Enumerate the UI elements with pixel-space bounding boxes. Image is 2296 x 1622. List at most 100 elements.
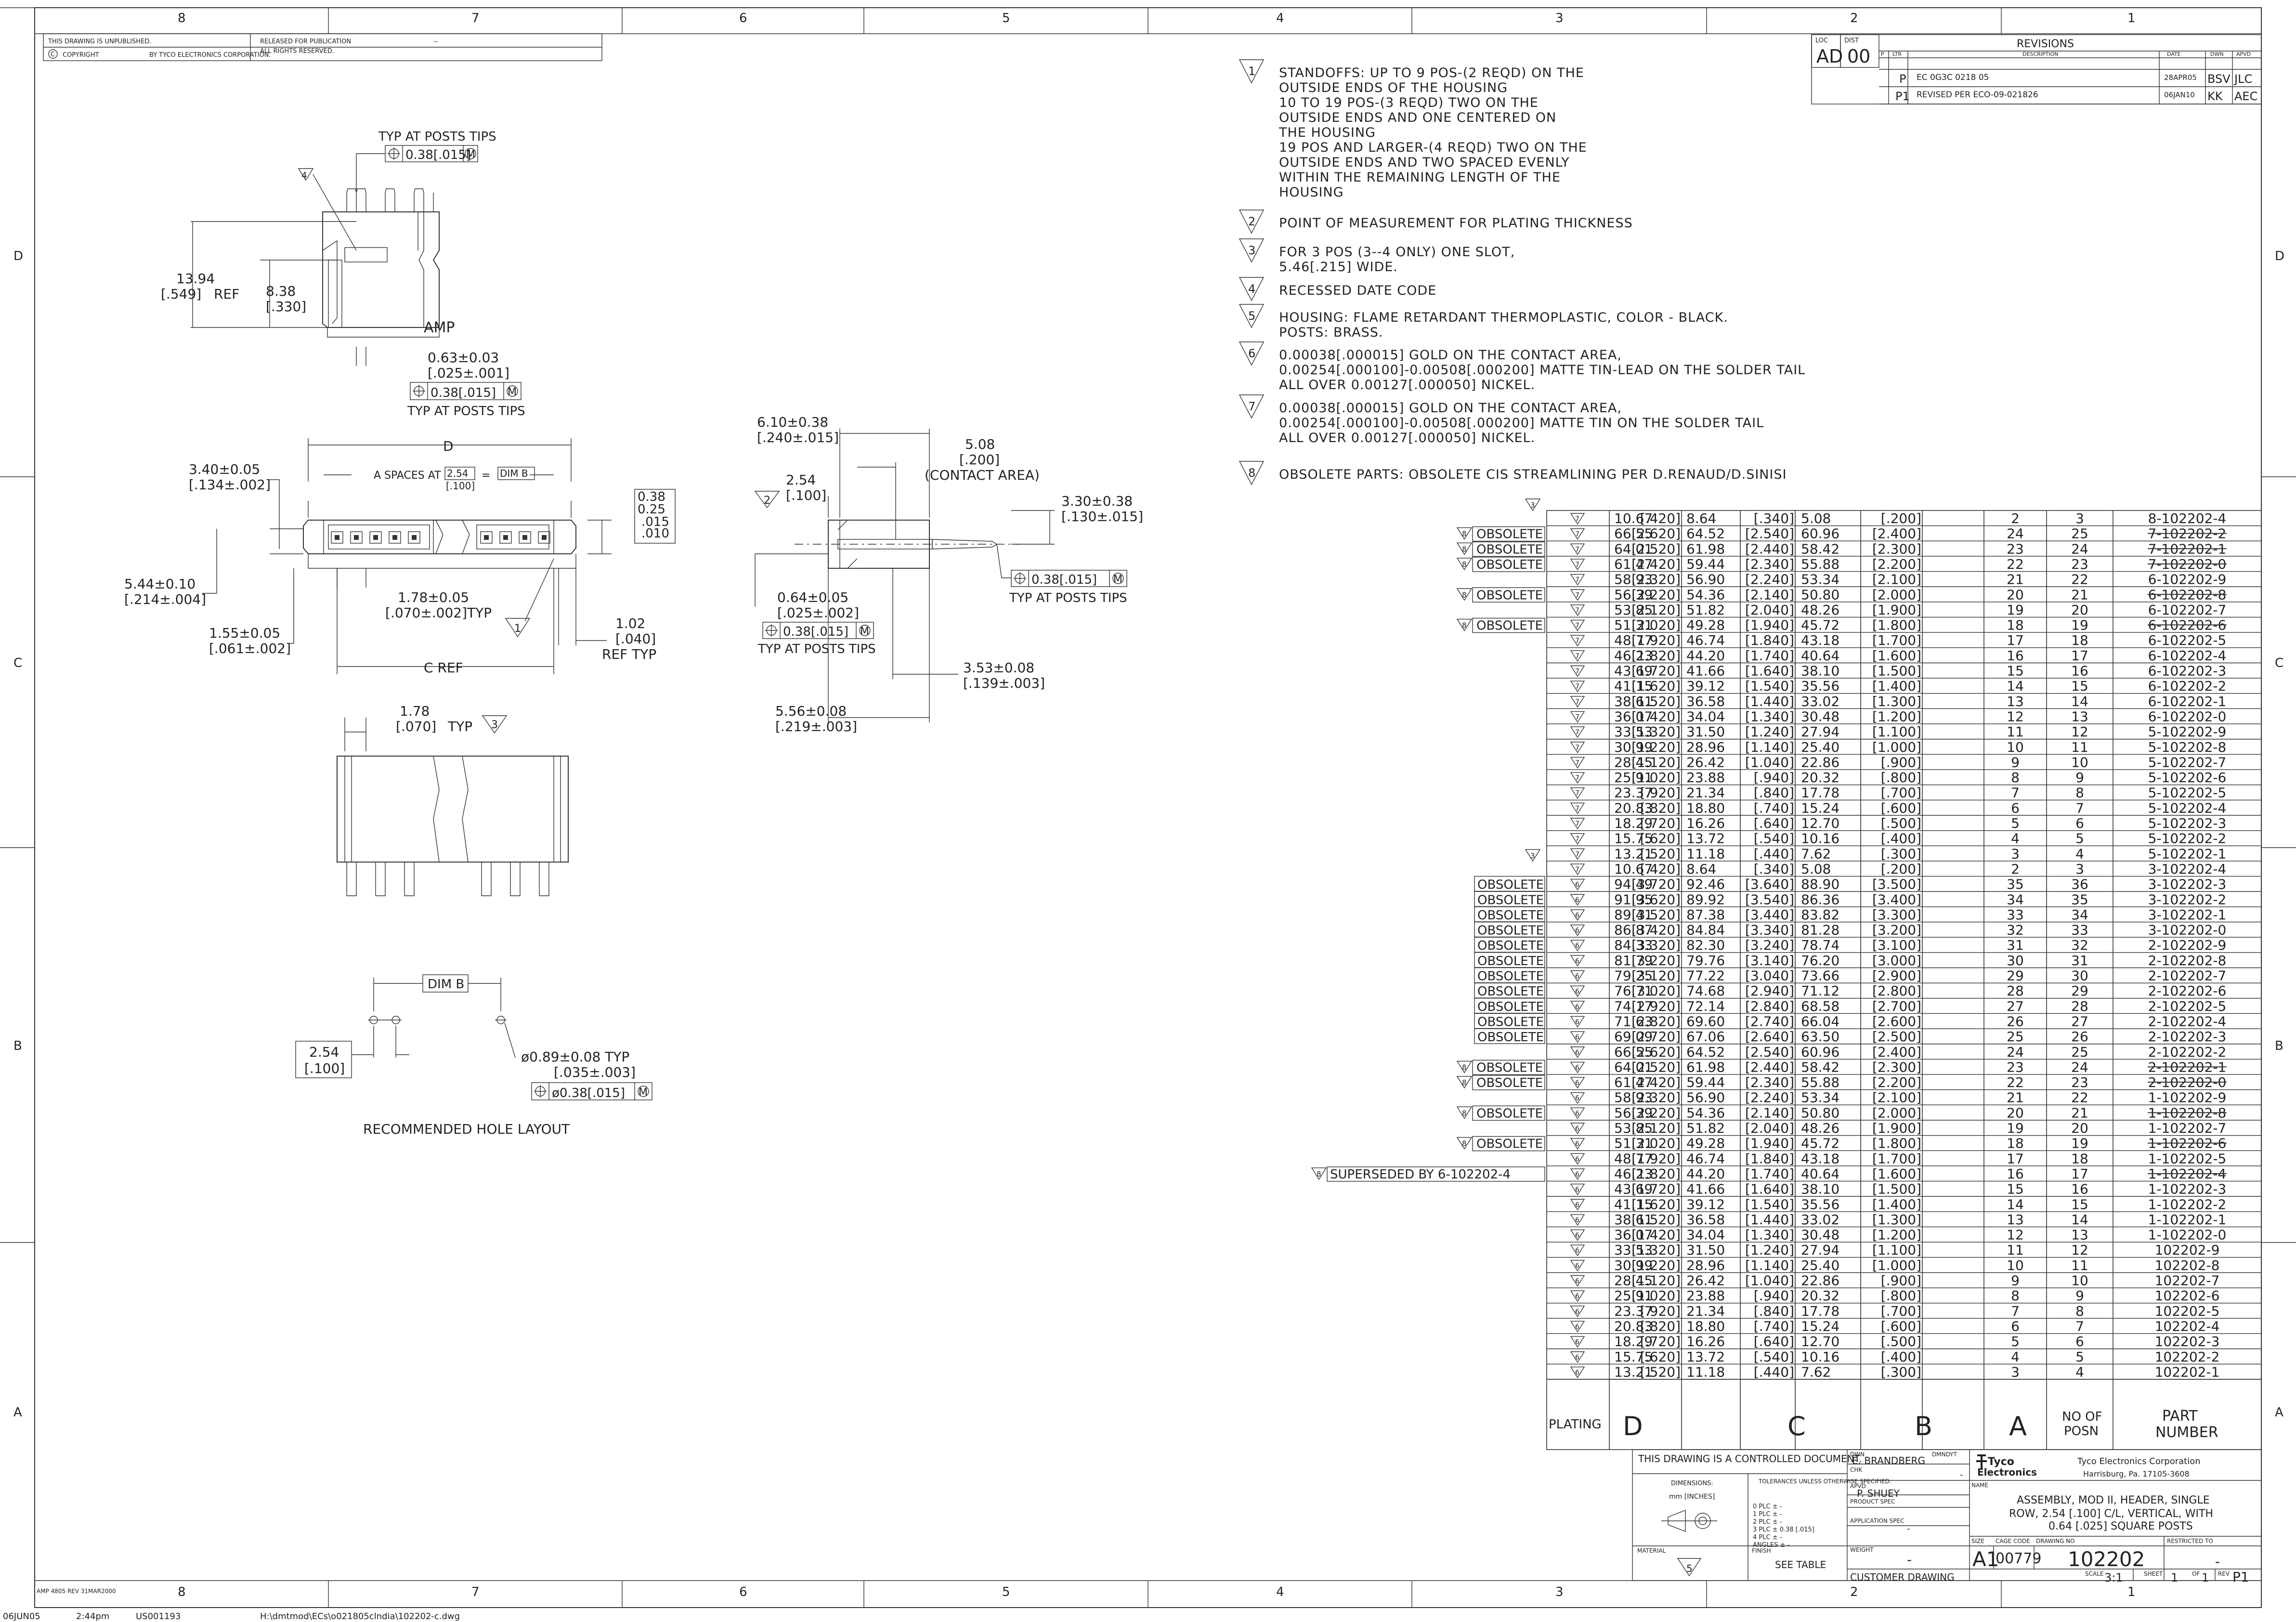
plating-flag-icon: 7 [1570,589,1585,601]
cell-b-mm: 27.94 [1801,1242,1839,1258]
cell-b-mm: 55.88 [1801,556,1839,572]
cell-a: 14 [2007,1196,2024,1212]
cell-d-in: [2.120] [1631,602,1681,618]
cell-b-mm: 10.16 [1801,1349,1839,1365]
cell-positions: 30 [2071,968,2088,984]
dim-5-44-in: [.214±.004] [124,591,206,607]
cell-d-mm: 61.47 [1614,1074,1653,1090]
cell-part-number: 3-102202-2 [2148,891,2227,907]
cell-positions: 4 [2075,846,2084,862]
svg-text:M: M [639,1086,648,1099]
cell-d-mm: 38.61 [1614,693,1653,709]
cell-d-in: [2.220] [1631,587,1681,602]
obsolete-label: OBSOLETE [1477,984,1544,999]
cell-c-in: [1.940] [1745,617,1794,633]
side-tol-l: 0.38[.015] [783,625,848,639]
pin-square [499,531,512,544]
pin-center [542,535,547,540]
top-tol-1: 0.38[.015] [405,148,471,162]
plating-flag-icon: 7 [1570,559,1585,571]
obsolete-tag: OBSOLETE [1474,1028,1545,1045]
cell-d-in: [1.320] [1631,1242,1681,1258]
cell-part-number: 102202-4 [2155,1318,2220,1334]
cell-b-in: [2.900] [1872,968,1921,984]
cell-positions: 28 [2071,998,2088,1014]
pin-center [484,535,489,540]
cell-b-in: [1.800] [1872,617,1921,633]
plating-note-number: 7 [1575,683,1579,691]
cell-a: 13 [2007,1212,2024,1228]
ref-typ: REF TYP [602,646,656,662]
note-line: OUTSIDE ENDS AND ONE CENTERED ON [1279,110,1556,125]
cell-a: 23 [2007,1059,2024,1075]
cell-b-in: [.900] [1881,1273,1921,1289]
cell-b-mm: 33.02 [1801,1212,1839,1228]
cell-b-mm: 45.72 [1801,617,1839,633]
cell-b-mm: 68.58 [1801,998,1839,1014]
cell-d-mm: 58.93 [1614,572,1653,588]
title-block: THIS DRAWING IS A CONTROLLED DOCUMENT. D… [1632,1449,2262,1585]
revision-apvd: AEC [2234,90,2257,103]
note-line: 10 TO 19 POS-(3 REQD) TWO ON THE [1279,95,1539,110]
holes-dim-b: DIM B [428,977,464,992]
cell-b-in: [2.600] [1872,1013,1921,1029]
sheet-label: SHEET [2144,1570,2163,1577]
plating-flag-icon: 7 [1570,787,1585,799]
plating-note-number: 6 [1575,973,1579,981]
plating-note-number: 6 [1575,1354,1579,1361]
note-flag-number: 8 [1462,530,1467,538]
revision-letter: P1 [1895,90,1910,103]
cell-b-mm: 88.90 [1801,876,1839,892]
cell-c-mm: 72.14 [1686,998,1725,1014]
cell-b-mm: 27.94 [1801,724,1839,740]
size-label: SIZE [1971,1538,1984,1544]
c-ref-label: C REF [424,660,463,676]
cell-a: 12 [2007,708,2024,724]
cell-a: 19 [2007,602,2024,618]
cell-b-in: [.700] [1881,785,1921,801]
pin-square [369,531,382,544]
cell-part-number: 2-102202-7 [2148,968,2227,984]
cell-c-in: [.640] [1754,815,1794,831]
cell-c-mm: 39.12 [1686,1196,1725,1212]
note-line: HOUSING: FLAME RETARDANT THERMOPLASTIC, … [1279,310,1728,325]
dim-0-63-in: [.025±.001] [428,365,509,381]
note-8-flag-icon: 8 [1456,1060,1473,1073]
plating-note-number: 7 [1575,576,1579,584]
dist-value: 00 [1847,46,1870,67]
cell-positions: 15 [2071,1196,2088,1212]
cell-c-in: [1.240] [1745,724,1794,740]
cell-c-in: [1.340] [1745,1227,1794,1243]
bottom-dim-1-78: 1.78 [400,703,430,719]
cell-c-in: [1.540] [1745,678,1794,694]
cell-part-number: 5-102202-2 [2148,831,2227,847]
cell-positions: 16 [2071,663,2088,679]
cell-b-in: [.800] [1881,770,1921,785]
plating-note-number: 7 [1575,607,1579,615]
front-dim-b: DIM B [500,468,528,479]
cell-b-mm: 53.34 [1801,1090,1839,1106]
cell-d-in: [2.920] [1631,998,1681,1014]
plating-flag-icon: 7 [1570,574,1585,586]
view-top: AMP TYP AT POSTS TIPS 0.38[.015] M 4 13.… [161,130,525,419]
revision-apvd: JLC [2233,72,2252,86]
cell-part-number: 1-102202-0 [2148,1227,2227,1243]
cell-d-mm: 18.29 [1614,815,1653,831]
cell-d-mm: 28.45 [1614,754,1653,770]
cell-c-in: [.340] [1754,510,1794,526]
plating-flag-icon: 6 [1570,894,1585,906]
cell-d-mm: 33.53 [1614,724,1653,740]
cell-a: 21 [2007,572,2024,588]
cell-part-number: 102202-8 [2155,1257,2220,1273]
plating-note-number: 7 [1575,774,1579,782]
cell-c-in: [2.140] [1745,1105,1794,1121]
plating-note-number: 7 [1575,698,1579,706]
dim-1-78: 1.78±0.05 [398,589,469,605]
obsolete-tag: OBSOLETE [1474,1013,1545,1029]
zone-label-top: 8 [178,11,186,26]
cell-b-mm: 30.48 [1801,708,1839,724]
